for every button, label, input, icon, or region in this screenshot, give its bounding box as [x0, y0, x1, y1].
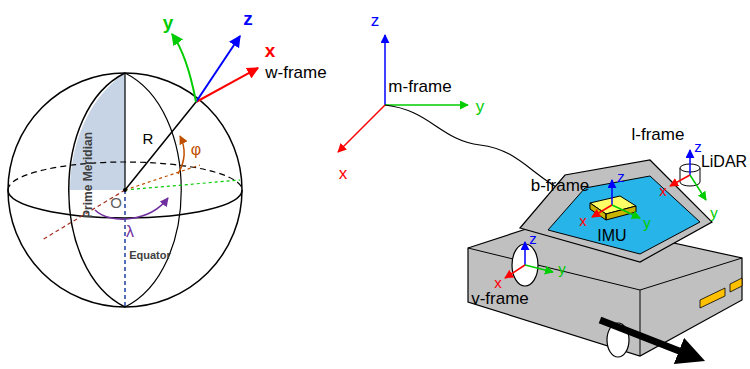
frame-name: m-frame [388, 78, 451, 95]
axis-letter: y [643, 215, 651, 230]
head-lights [700, 278, 742, 308]
axis-letter: z [617, 169, 625, 184]
car-body [468, 218, 742, 356]
frame-name: l-frame [632, 126, 685, 143]
m-frame-axes [338, 35, 570, 195]
axis-letter: x [579, 213, 587, 228]
axis-letter: x [494, 275, 502, 290]
motion-arrow [600, 320, 692, 356]
axis-letter: x [339, 165, 348, 182]
radius-line [125, 102, 196, 190]
axis-letter: y [710, 205, 718, 220]
axis-letter: y [558, 261, 566, 276]
y-axis [172, 34, 196, 102]
meridian-label: Prime Meridian [82, 132, 94, 218]
y-axis [525, 265, 553, 272]
axis-letter: z [529, 231, 537, 246]
car-roof [520, 160, 712, 262]
axis-letter: z [694, 139, 702, 154]
z-axis [196, 36, 240, 102]
car [468, 150, 742, 357]
y-axis [385, 104, 468, 106]
globe [8, 34, 258, 307]
x-axis [196, 68, 258, 102]
z-axis [611, 180, 613, 205]
y-axis [612, 205, 640, 218]
radius-label: R [143, 131, 154, 146]
angle-label: λ [126, 224, 134, 240]
part-label: IMU [597, 228, 626, 244]
x-axis [670, 175, 690, 186]
longitude-arc [95, 198, 168, 219]
x-axis [338, 105, 385, 152]
axis-letter: x [265, 41, 276, 60]
frame-name: v-frame [471, 290, 529, 307]
projection-dotted [125, 165, 200, 190]
latitude-arc [178, 136, 184, 174]
angle-label: φ [191, 142, 201, 158]
part-label: LiDAR [701, 154, 747, 170]
green-dotted [125, 180, 240, 190]
origin-label: O [110, 195, 122, 210]
axis-letter: x [659, 183, 667, 198]
x-axis [505, 265, 525, 278]
car-edges [468, 248, 742, 356]
axis-dashed [124, 190, 126, 307]
sphere-outline [8, 73, 242, 307]
frame-name: w-frame [265, 64, 326, 81]
axis-letter: z [243, 9, 253, 28]
prime-meridian [69, 73, 125, 307]
axis-letter: y [476, 98, 485, 115]
equator-label: Equator [129, 250, 171, 261]
origin-dot [123, 188, 127, 192]
axis-line [124, 73, 125, 190]
axis-letter: y [163, 13, 174, 32]
z-axis [689, 150, 691, 175]
z-axis [384, 35, 386, 105]
axis-letter: z [371, 12, 380, 29]
meridian [125, 73, 181, 307]
frame-name: b-frame [531, 177, 590, 194]
y-axis [690, 175, 706, 200]
z-axis [524, 242, 526, 265]
x-axis [592, 205, 612, 217]
